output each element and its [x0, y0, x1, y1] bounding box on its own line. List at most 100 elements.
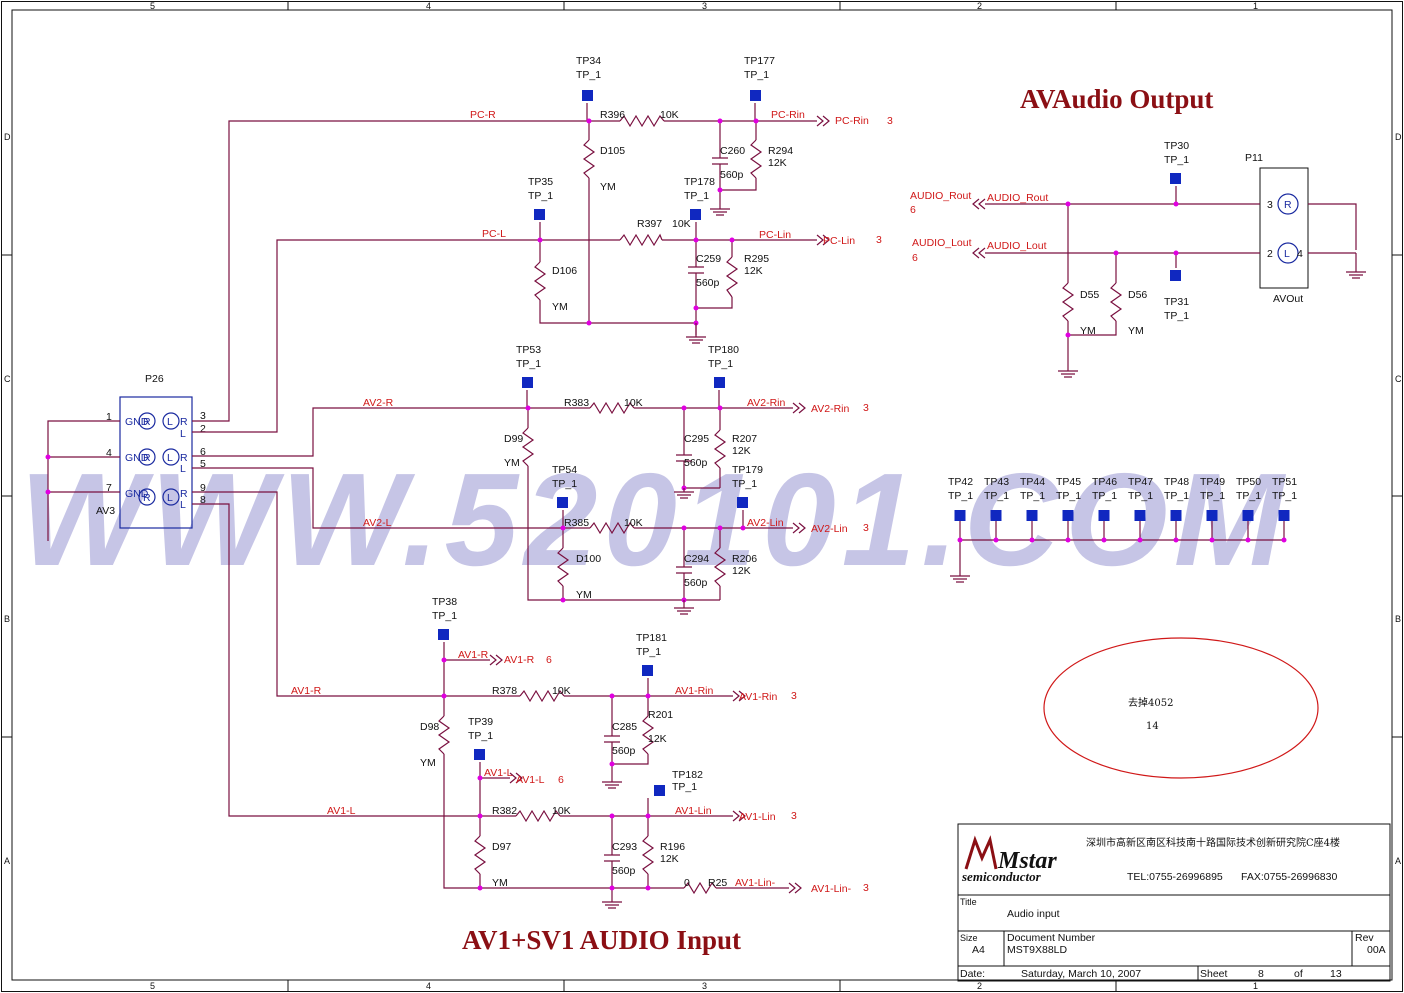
- row-label: A: [1395, 856, 1401, 866]
- row-label: A: [4, 856, 10, 866]
- docnum-value: MST9X88LD: [1007, 944, 1068, 956]
- junction-dot: [1029, 537, 1035, 543]
- row-label: B: [1395, 614, 1401, 624]
- component-ref: R295: [744, 253, 769, 265]
- col-label: 1: [1253, 1, 1258, 11]
- net-label: AV1-Rin: [675, 685, 713, 697]
- p26-r: R: [143, 452, 151, 464]
- testpoint-type: TP_1: [552, 478, 577, 490]
- rev-label: Rev: [1355, 932, 1374, 944]
- sheet-ref: 6: [912, 252, 918, 264]
- col-label: 3: [702, 1, 707, 11]
- testpoint-type: TP_1: [1200, 490, 1225, 502]
- col-label: 5: [150, 981, 155, 991]
- p26-r: R: [180, 452, 188, 464]
- sheet-ref: 6: [546, 654, 552, 666]
- sheet-total: 13: [1330, 968, 1342, 980]
- row-label: C: [1395, 374, 1402, 384]
- audio-output-block: [972, 167, 1366, 378]
- component-ref: D100: [576, 553, 601, 565]
- company-logo: Mstar: [997, 848, 1057, 874]
- p26-l: L: [180, 463, 186, 475]
- component-value: YM: [600, 181, 616, 193]
- component-ref: R207: [732, 433, 757, 445]
- p26-r: R: [143, 492, 151, 504]
- p11-name: AVOut: [1273, 293, 1303, 305]
- testpoint-type: TP_1: [576, 69, 601, 81]
- net-label: AV1-R: [458, 649, 489, 661]
- p26-gnd: GND: [125, 452, 149, 464]
- testpoint-pad: [1206, 510, 1218, 521]
- junction-dot: [1065, 537, 1071, 543]
- company-fax: FAX:0755-26996830: [1241, 871, 1337, 883]
- component-value: YM: [492, 877, 508, 889]
- sheet-ref: 3: [791, 810, 797, 822]
- component-ref: D55: [1080, 289, 1099, 301]
- sheet-title: Audio input: [1007, 908, 1060, 920]
- testpoint-type: TP_1: [1236, 490, 1261, 502]
- net-label: AV1-L: [484, 767, 513, 779]
- p26-l: L: [167, 452, 173, 464]
- pin-num: 9: [200, 482, 206, 494]
- component-value: YM: [504, 457, 520, 469]
- component-value: 560p: [612, 745, 636, 757]
- testpoint-pad: [1098, 510, 1110, 521]
- component-ref: D105: [600, 145, 625, 157]
- testpoint-ref: TP34: [576, 55, 601, 67]
- company-logo-sub: semiconductor: [961, 869, 1042, 884]
- port-label: PC-Rin: [835, 115, 869, 127]
- testpoint-ref: TP178: [684, 176, 715, 188]
- p11-ref: P11: [1245, 152, 1263, 164]
- component-value: YM: [576, 589, 592, 601]
- testpoint-ref: TP182: [672, 769, 703, 781]
- testpoint-ref: TP38: [432, 596, 457, 608]
- sheet-ref: 3: [863, 522, 869, 534]
- pin-num: 5: [200, 458, 206, 470]
- note-number: 14: [1146, 721, 1159, 732]
- component-ref: C285: [612, 721, 637, 733]
- testpoint-type: TP_1: [1272, 490, 1297, 502]
- p26-sub: AV3: [96, 505, 115, 517]
- testpoint-type: TP_1: [744, 69, 769, 81]
- company-address: 深圳市高新区南区科技南十路国际技术创新研究院C座4楼: [1086, 836, 1340, 849]
- col-label: 2: [977, 981, 982, 991]
- p11-l: L: [1284, 248, 1290, 260]
- row-label: D: [4, 132, 11, 142]
- testpoint-pads: [438, 90, 1181, 796]
- title-label: Title: [960, 897, 977, 907]
- pin-num: 2: [200, 423, 206, 435]
- input-title: AV1+SV1 AUDIO Input: [462, 925, 741, 955]
- rev-value: 00A: [1367, 944, 1386, 956]
- component-value: YM: [1080, 325, 1096, 337]
- sheet-ref: 3: [887, 115, 893, 127]
- testpoint-ref: TP51: [1272, 476, 1297, 488]
- testpoint-ref: TP50: [1236, 476, 1261, 488]
- output-title: AVAudio Output: [1020, 84, 1213, 114]
- pin-num: 4: [106, 447, 112, 459]
- pin-num: 1: [106, 411, 112, 423]
- component-value: 10K: [660, 109, 679, 121]
- testpoint-ref: TP45: [1056, 476, 1081, 488]
- size-value: A4: [972, 944, 985, 956]
- tp-row: [950, 539, 1284, 583]
- testpoint-type: TP_1: [672, 781, 697, 793]
- size-label: Size: [960, 933, 978, 943]
- testpoint-ref: TP49: [1200, 476, 1225, 488]
- pc-block: [533, 103, 830, 344]
- component-value: 10K: [552, 805, 571, 817]
- row-label: D: [1395, 132, 1402, 142]
- component-value: YM: [420, 757, 436, 769]
- component-value: 12K: [744, 265, 763, 277]
- net-label: AV1-R: [291, 685, 322, 697]
- testpoint-type: TP_1: [984, 490, 1009, 502]
- testpoint-ref: TP44: [1020, 476, 1045, 488]
- testpoint-type: TP_1: [432, 610, 457, 622]
- p26-l: L: [180, 428, 186, 440]
- net-label: AV1-L: [327, 805, 356, 817]
- junction-dot: [1137, 537, 1143, 543]
- net-label: AV1-Lin: [675, 805, 712, 817]
